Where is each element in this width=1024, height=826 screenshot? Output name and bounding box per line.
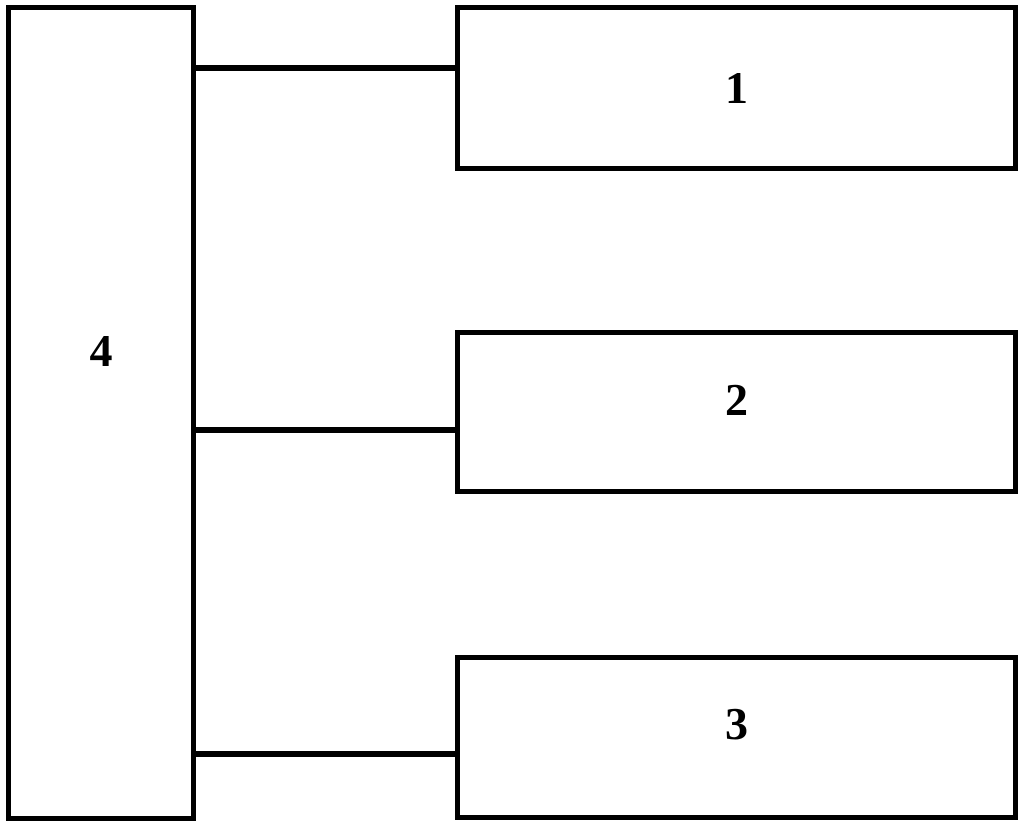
diagram-block-2[interactable]: 2 [455, 330, 1018, 494]
diagram-block-1[interactable]: 1 [455, 5, 1018, 171]
diagram-block-3-label: 3 [725, 697, 748, 749]
connector-line-4-to-1 [193, 65, 460, 71]
diagram-block-1-label: 1 [725, 62, 748, 113]
connector-line-4-to-2 [193, 427, 460, 433]
diagram-block-3[interactable]: 3 [455, 655, 1018, 820]
connector-line-4-to-3 [193, 751, 460, 757]
diagram-block-4[interactable]: 4 [6, 5, 196, 821]
diagram-block-2-label: 2 [725, 374, 748, 425]
diagram-block-4-label: 4 [89, 325, 113, 376]
